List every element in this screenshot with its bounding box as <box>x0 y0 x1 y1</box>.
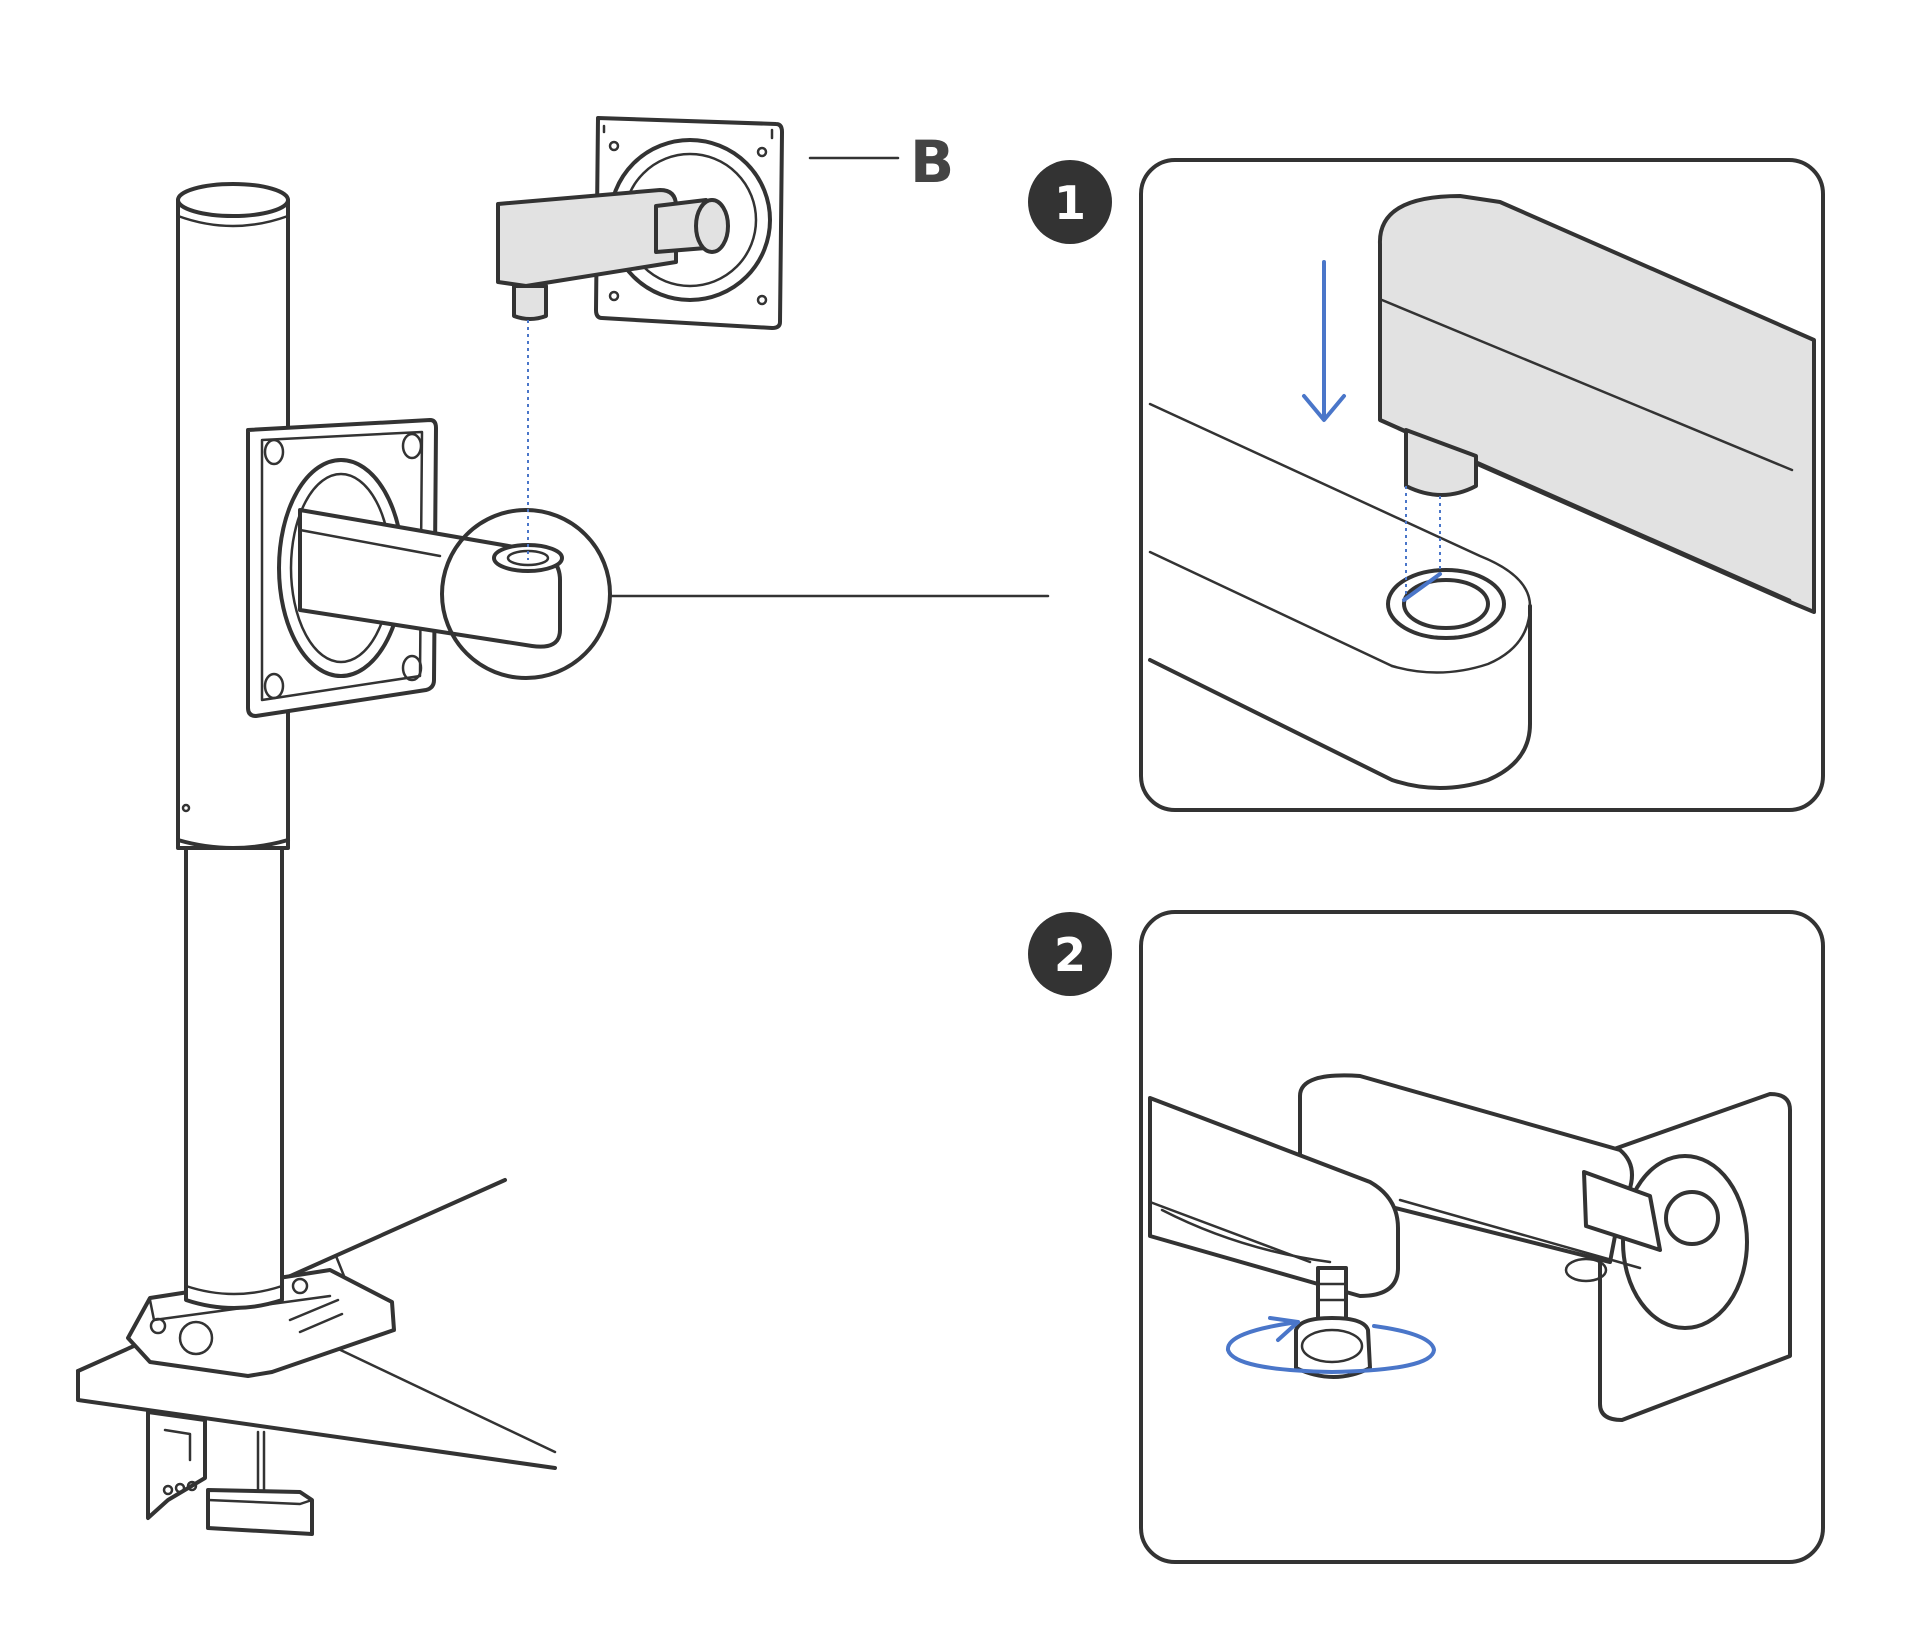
desk-clamp <box>146 1410 314 1536</box>
rotate-arrow-icon <box>1226 1316 1436 1374</box>
detail-callout-circle <box>440 508 612 680</box>
down-arrow-icon <box>1302 260 1346 422</box>
step-1-panel <box>1139 158 1825 812</box>
pole-arm <box>298 508 564 649</box>
pole-lower <box>184 846 284 1310</box>
step-2-panel <box>1139 910 1825 1564</box>
part-b-label: B <box>910 128 954 196</box>
step-1-badge: 1 <box>1028 160 1112 244</box>
svg-text:2: 2 <box>1054 928 1086 982</box>
svg-text:1: 1 <box>1054 176 1086 230</box>
part-b-vesa-arm <box>496 116 784 330</box>
monitor-pole-assembly <box>76 182 1050 1536</box>
step-2-badge: 2 <box>1028 912 1112 996</box>
